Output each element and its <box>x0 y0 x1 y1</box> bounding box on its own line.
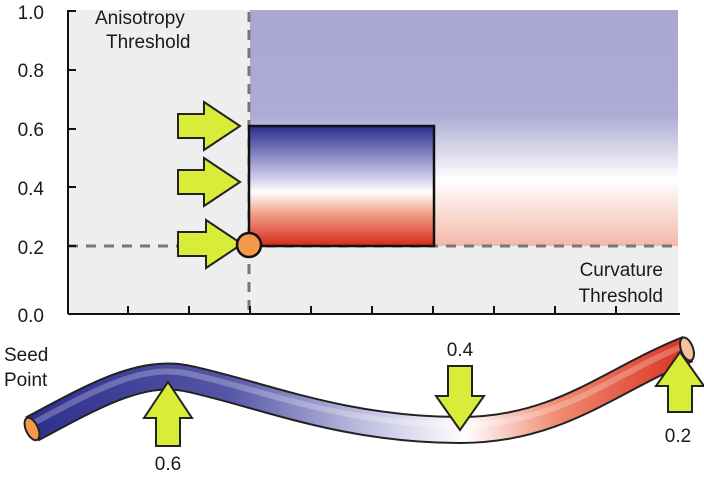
current-threshold-box <box>247 124 436 248</box>
fiber-tube: Seed Point 0.6 0.4 0.2 <box>4 335 704 475</box>
right-arrow-icon <box>177 156 242 208</box>
y-tick-marks <box>68 10 76 247</box>
y-tick-label: 0.6 <box>18 120 44 141</box>
seed-point-marker <box>235 231 263 259</box>
y-tick-labels: 1.0 0.8 0.6 0.4 0.2 0.0 <box>18 3 45 327</box>
anisotropy-threshold-label-line2: Threshold <box>106 32 191 53</box>
arrow-value-label-left: 0.6 <box>155 454 181 475</box>
curvature-threshold-label-line1: Curvature <box>580 260 663 281</box>
y-tick-label: 0.2 <box>18 238 44 259</box>
tube-body <box>26 337 693 443</box>
down-arrow-icon <box>434 365 486 432</box>
y-tick-label: 1.0 <box>18 3 44 24</box>
curvature-threshold-label-line2: Threshold <box>579 286 664 307</box>
tube-shading <box>30 341 690 429</box>
threshold-plot: 1.0 0.8 0.6 0.4 0.2 0.0 Anisotropy Thres… <box>18 3 680 327</box>
tube-start-cap <box>23 416 41 442</box>
right-arrow-icon <box>177 218 244 270</box>
anisotropy-threshold-label-line1: Anisotropy <box>95 8 185 29</box>
y-tick-label: 0.4 <box>18 179 45 200</box>
seed-point-label-line2: Point <box>4 370 48 391</box>
x-tick-marks <box>127 306 617 314</box>
arrow-value-label-middle: 0.4 <box>447 340 474 361</box>
up-arrow-icon <box>654 350 704 413</box>
tube-end-cap <box>679 336 695 362</box>
arrow-value-label-right: 0.2 <box>665 426 691 447</box>
seed-point-label-line1: Seed <box>4 345 48 366</box>
right-arrow-icon <box>177 100 242 152</box>
up-arrow-icon <box>142 380 194 447</box>
y-tick-label: 0.8 <box>18 61 44 82</box>
y-tick-label: 0.0 <box>18 306 44 327</box>
